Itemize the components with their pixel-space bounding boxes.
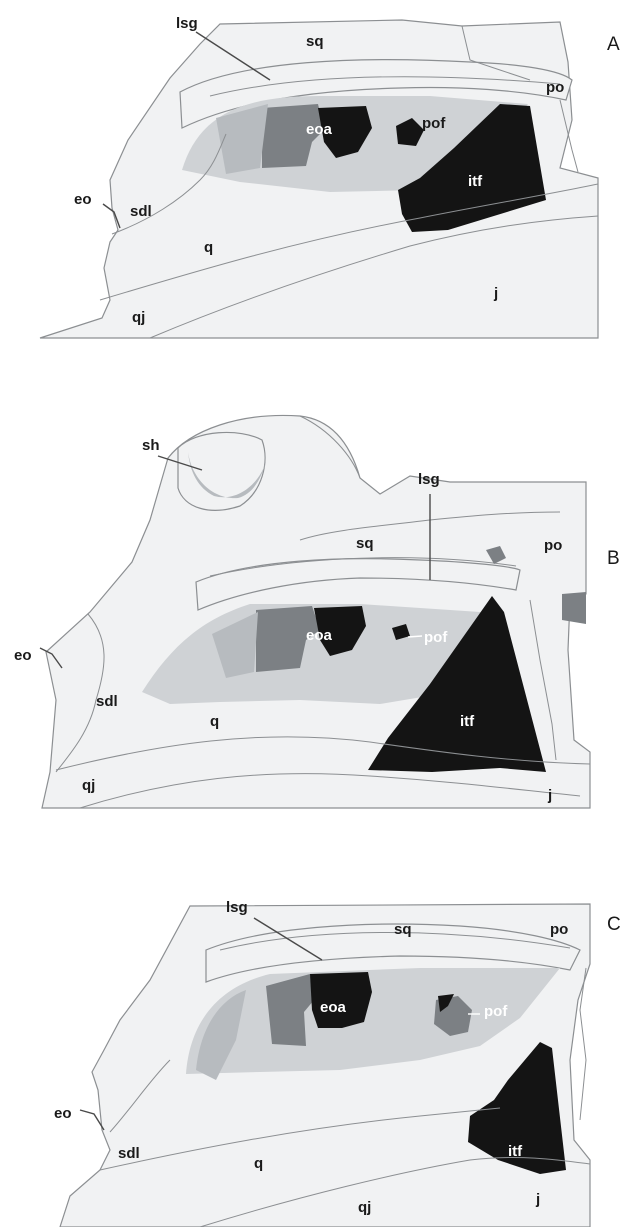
panel-b-label-qj: qj (82, 777, 95, 794)
panel-b-label-sh: sh (142, 437, 160, 454)
panel-a-label-eoa: eoa (306, 121, 333, 138)
panel-c-label-lsg: lsg (226, 899, 248, 916)
panel-a-label-eo: eo (74, 191, 92, 208)
panel-a: lsg sq po eoa pof itf eo sdl q qj j A (40, 15, 620, 338)
panel-c-label-eo: eo (54, 1105, 72, 1122)
panel-c-label-sq: sq (394, 921, 412, 938)
panel-c-label-pof: pof (484, 1003, 508, 1020)
panel-c-label-j: j (535, 1191, 540, 1208)
panel-a-label-pof: pof (422, 115, 446, 132)
panel-c-label-itf: itf (508, 1143, 523, 1160)
panel-c-label-eoa: eoa (320, 999, 347, 1016)
panel-a-label-sdl: sdl (130, 203, 152, 220)
panel-b-letter: B (607, 548, 620, 569)
panel-a-label-sq: sq (306, 33, 324, 50)
panel-b: sh lsg sq po eoa pof itf eo sdl q qj j B (14, 415, 620, 808)
panel-b-label-eo: eo (14, 647, 32, 664)
panel-c-letter: C (607, 914, 621, 935)
panel-a-label-qj: qj (132, 309, 145, 326)
panel-b-label-sq: sq (356, 535, 374, 552)
panel-a-label-j: j (493, 285, 498, 302)
panel-b-label-sdl: sdl (96, 693, 118, 710)
panel-c: lsg sq po eoa pof itf eo sdl q qj j C (54, 899, 621, 1227)
panel-c-label-sdl: sdl (118, 1145, 140, 1162)
panel-c-label-po: po (550, 921, 568, 938)
panel-c-label-qj: qj (358, 1199, 371, 1216)
panel-b-label-itf: itf (460, 713, 475, 730)
panel-a-label-po: po (546, 79, 564, 96)
panel-b-label-j: j (547, 787, 552, 804)
panel-b-label-eoa: eoa (306, 627, 333, 644)
panel-b-label-lsg: lsg (418, 471, 440, 488)
panel-b-label-pof: pof (424, 629, 448, 646)
panel-a-label-itf: itf (468, 173, 483, 190)
panel-c-label-q: q (254, 1155, 263, 1172)
panel-a-letter: A (607, 34, 620, 55)
panel-b-label-po: po (544, 537, 562, 554)
panel-b-label-q: q (210, 713, 219, 730)
panel-a-label-q: q (204, 239, 213, 256)
panel-a-label-lsg: lsg (176, 15, 198, 32)
